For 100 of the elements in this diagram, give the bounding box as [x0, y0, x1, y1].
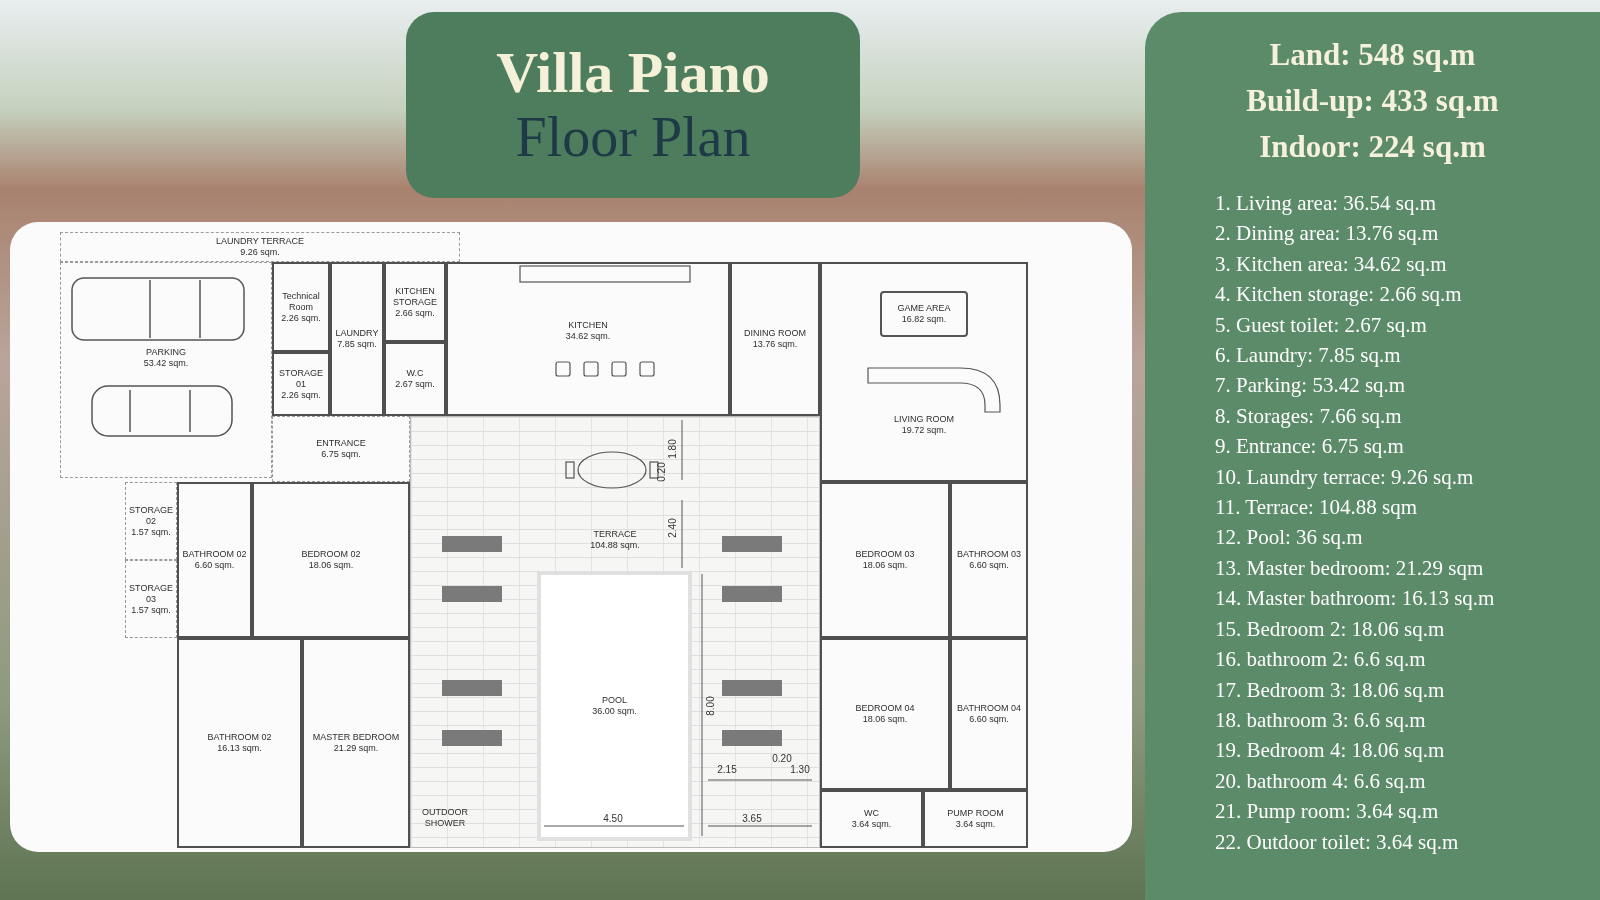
room-area: 19.72 sqm.	[900, 425, 948, 436]
room-name: MASTER BEDROOM	[311, 732, 401, 743]
area-list-item: 17. Bedroom 3: 18.06 sq.m	[1214, 676, 1446, 704]
area-list-item: 2. Dining area: 13.76 sq.m	[1214, 220, 1440, 248]
room-area: 6.60 sqm.	[968, 560, 1010, 571]
room-area: 1.57 sqm.	[130, 526, 172, 538]
area-list-item: 20. bathroom 4: 6.6 sq.m	[1214, 767, 1427, 795]
area-heading: Indoor: 224 sq.m	[1259, 128, 1486, 166]
area-list-item: 18. bathroom 3: 6.6 sq.m	[1214, 706, 1427, 734]
room-area: 34.62 sqm.	[564, 331, 612, 342]
area-list-item: 6. Laundry: 7.85 sq.m	[1214, 342, 1402, 370]
room-area: 18.06 sqm.	[861, 714, 909, 725]
room	[302, 638, 410, 848]
room	[272, 352, 330, 416]
room-name: W.C	[405, 368, 425, 379]
info-panel	[1145, 12, 1600, 900]
room-area: 18.06 sqm.	[861, 560, 909, 571]
room-area: 36.00 sqm.	[591, 706, 638, 717]
room	[60, 262, 272, 478]
room-area: 1.57 sqm.	[130, 604, 172, 616]
room	[730, 262, 820, 416]
dimension-label: 1.80	[666, 439, 678, 459]
room-name: PUMP ROOM	[946, 808, 1005, 819]
room-name: WC	[863, 808, 880, 819]
room-area: 2.66 sqm.	[394, 307, 436, 319]
room-name: STORAGE 02	[128, 504, 174, 527]
room-name: BEDROOM 04	[854, 703, 916, 714]
room-name: KITCHEN STORAGE	[392, 285, 438, 308]
area-heading: Build-up: 433 sq.m	[1246, 82, 1499, 120]
room-name: POOL	[601, 695, 628, 706]
room	[820, 262, 1028, 482]
room-area: 16.82 sqm.	[900, 314, 948, 325]
room-name: OUTDOOR SHOWER	[421, 807, 469, 829]
room	[384, 262, 446, 342]
room-area: 53.42 sqm.	[142, 358, 190, 369]
area-list-item: 19. Bedroom 4: 18.06 sq.m	[1214, 737, 1446, 765]
dimension-label: 0.20	[655, 462, 667, 482]
room-name: LAUNDRY	[334, 328, 380, 339]
room	[820, 790, 923, 848]
room	[252, 482, 410, 638]
room-name: BEDROOM 02	[300, 549, 362, 560]
room-name: ENTRANCE	[315, 438, 367, 449]
area-list-item: 5. Guest toilet: 2.67 sq.m	[1214, 311, 1428, 339]
billiard-table	[880, 291, 968, 337]
room	[950, 638, 1028, 790]
room-name: TERRACE	[592, 529, 638, 540]
room-area: 104.88 sqm.	[589, 540, 641, 551]
room-name: PARKING	[145, 347, 187, 358]
area-list-item: 4. Kitchen storage: 2.66 sq.m	[1214, 281, 1463, 309]
area-list-item: 12. Pool: 36 sq.m	[1214, 524, 1364, 552]
area-list-item: 14. Master bathroom: 16.13 sq.m	[1214, 585, 1496, 613]
room-area: 2.67 sqm.	[394, 379, 436, 390]
dimension-label: 3.65	[742, 812, 762, 824]
title-card	[406, 12, 860, 198]
title-text: Villa Piano	[496, 41, 770, 105]
area-list-item: 1. Living area: 36.54 sq.m	[1214, 190, 1438, 217]
room-area: 16.13 sqm.	[216, 743, 263, 754]
room	[950, 482, 1028, 638]
dimension-label: 8.00	[704, 696, 716, 716]
room-name: STORAGE 01	[278, 367, 324, 390]
room-area: 21.29 sqm.	[332, 743, 380, 754]
room-area: 2.26 sqm.	[280, 389, 322, 401]
area-heading: Land: 548 sq.m	[1269, 36, 1476, 74]
pool	[537, 571, 692, 841]
room-name: LIVING ROOM	[893, 414, 955, 425]
room	[330, 262, 384, 416]
room-area: 6.75 sqm.	[320, 449, 362, 460]
dimension-label: 2.15	[717, 763, 737, 775]
room	[177, 482, 252, 638]
area-list-item: 16. bathroom 2: 6.6 sq.m	[1214, 646, 1427, 674]
room-name: BEDROOM 03	[854, 549, 916, 560]
room	[820, 638, 950, 790]
area-list-item: 10. Laundry terrace: 9.26 sq.m	[1214, 463, 1475, 491]
room	[177, 638, 302, 848]
room-area: 6.60 sqm.	[193, 560, 236, 571]
area-list-item: 7. Parking: 53.42 sq.m	[1214, 372, 1407, 400]
area-list-item: 21. Pump room: 3.64 sq.m	[1214, 798, 1440, 826]
dimension-label: 1.30	[790, 763, 810, 775]
area-list-item: 3. Kitchen area: 34.62 sq.m	[1214, 250, 1448, 278]
room-name: BATHROOM 03	[956, 549, 1022, 560]
room	[125, 482, 177, 560]
room-name: STORAGE 03	[128, 582, 174, 605]
room	[60, 232, 460, 262]
room	[923, 790, 1028, 848]
area-list-item: 11. Terrace: 104.88 sqm	[1214, 494, 1419, 522]
room-name: Technical Room	[281, 290, 321, 313]
room-area: 9.26 sqm.	[239, 247, 281, 258]
area-list-item: 13. Master bedroom: 21.29 sqm	[1214, 554, 1485, 582]
area-list-item: 15. Bedroom 2: 18.06 sq.m	[1214, 615, 1446, 643]
room-name: BATHROOM 02	[181, 549, 248, 560]
room	[446, 262, 730, 416]
room	[384, 342, 446, 416]
dimension-label: 0.20	[772, 752, 792, 764]
area-list-item: 22. Outdoor toilet: 3.64 sq.m	[1214, 828, 1460, 856]
room-area: 3.64 sqm.	[954, 819, 997, 830]
room-name: BATHROOM 04	[956, 703, 1022, 714]
room-area: 3.64 sqm.	[850, 819, 893, 830]
room-area: 18.06 sqm.	[307, 560, 355, 571]
room-name: GAME AREA	[896, 303, 952, 314]
room-name: BATHROOM 02	[206, 732, 273, 743]
